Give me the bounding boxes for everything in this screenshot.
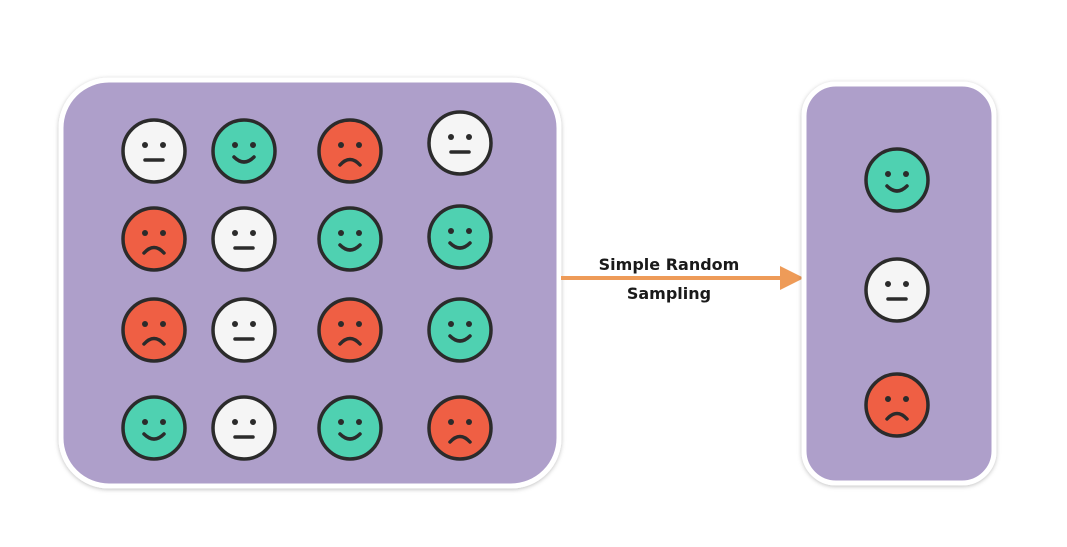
population-face-sad — [121, 206, 187, 272]
left-eye — [232, 230, 238, 236]
population-face-neutral — [211, 395, 277, 461]
sad-face-circle — [121, 206, 187, 272]
happy-mouth — [338, 243, 362, 252]
left-eye — [338, 419, 344, 425]
sad-mouth — [142, 245, 166, 255]
population-face-sad — [317, 297, 383, 363]
sampling-arrow — [561, 266, 804, 290]
happy-face-circle — [427, 204, 493, 270]
left-eye — [448, 419, 454, 425]
population-face-happy — [317, 206, 383, 272]
neutral-face-circle — [427, 110, 493, 176]
happy-face-circle — [211, 118, 277, 184]
left-eye — [142, 142, 148, 148]
population-face-neutral — [211, 206, 277, 272]
right-eye — [466, 321, 472, 327]
right-eye — [466, 419, 472, 425]
population-faces — [121, 110, 493, 461]
right-eye — [160, 142, 166, 148]
left-eye — [338, 321, 344, 327]
left-eye — [142, 419, 148, 425]
neutral-face-circle — [121, 118, 187, 184]
right-eye — [356, 321, 362, 327]
right-eye — [466, 134, 472, 140]
population-face-happy — [317, 395, 383, 461]
left-eye — [338, 230, 344, 236]
left-eye — [885, 396, 891, 402]
sample-face-sad — [864, 372, 930, 438]
sad-face-circle — [317, 297, 383, 363]
population-face-happy — [211, 118, 277, 184]
happy-mouth — [338, 432, 362, 441]
sad-mouth — [338, 336, 362, 346]
left-eye — [232, 142, 238, 148]
happy-mouth — [448, 334, 472, 343]
population-face-happy — [427, 204, 493, 270]
neutral-face-circle — [864, 257, 930, 323]
right-eye — [250, 142, 256, 148]
sad-mouth — [885, 411, 909, 421]
sample-face-happy — [864, 147, 930, 213]
right-eye — [903, 171, 909, 177]
right-eye — [160, 419, 166, 425]
right-eye — [250, 230, 256, 236]
right-eye — [250, 419, 256, 425]
right-eye — [160, 230, 166, 236]
right-eye — [356, 419, 362, 425]
happy-face-circle — [317, 395, 383, 461]
left-eye — [338, 142, 344, 148]
happy-face-circle — [317, 206, 383, 272]
happy-mouth — [885, 184, 909, 193]
left-eye — [885, 281, 891, 287]
arrow-label-line1: Simple Random — [599, 255, 740, 274]
happy-mouth — [232, 155, 256, 164]
right-eye — [903, 396, 909, 402]
population-face-sad — [317, 118, 383, 184]
happy-face-circle — [427, 297, 493, 363]
population-face-neutral — [211, 297, 277, 363]
left-eye — [232, 321, 238, 327]
right-eye — [250, 321, 256, 327]
sad-mouth — [448, 434, 472, 444]
happy-mouth — [142, 432, 166, 441]
right-eye — [356, 142, 362, 148]
left-eye — [142, 321, 148, 327]
happy-face-circle — [121, 395, 187, 461]
sad-face-circle — [317, 118, 383, 184]
sample-faces — [864, 147, 930, 438]
population-face-happy — [121, 395, 187, 461]
sad-face-circle — [864, 372, 930, 438]
neutral-face-circle — [211, 297, 277, 363]
left-eye — [448, 321, 454, 327]
neutral-face-circle — [211, 395, 277, 461]
right-eye — [903, 281, 909, 287]
sad-mouth — [338, 157, 362, 167]
sad-face-circle — [427, 395, 493, 461]
arrow-label-line2: Sampling — [627, 284, 711, 303]
happy-mouth — [448, 241, 472, 250]
left-eye — [448, 228, 454, 234]
right-eye — [356, 230, 362, 236]
population-panel — [58, 77, 562, 489]
population-face-sad — [427, 395, 493, 461]
neutral-face-circle — [211, 206, 277, 272]
right-eye — [160, 321, 166, 327]
sad-face-circle — [121, 297, 187, 363]
left-eye — [142, 230, 148, 236]
arrow-head — [780, 266, 804, 290]
population-face-sad — [121, 297, 187, 363]
left-eye — [448, 134, 454, 140]
sample-face-neutral — [864, 257, 930, 323]
population-face-neutral — [427, 110, 493, 176]
population-face-happy — [427, 297, 493, 363]
left-eye — [885, 171, 891, 177]
population-face-neutral — [121, 118, 187, 184]
sad-mouth — [142, 336, 166, 346]
happy-face-circle — [864, 147, 930, 213]
left-eye — [232, 419, 238, 425]
right-eye — [466, 228, 472, 234]
